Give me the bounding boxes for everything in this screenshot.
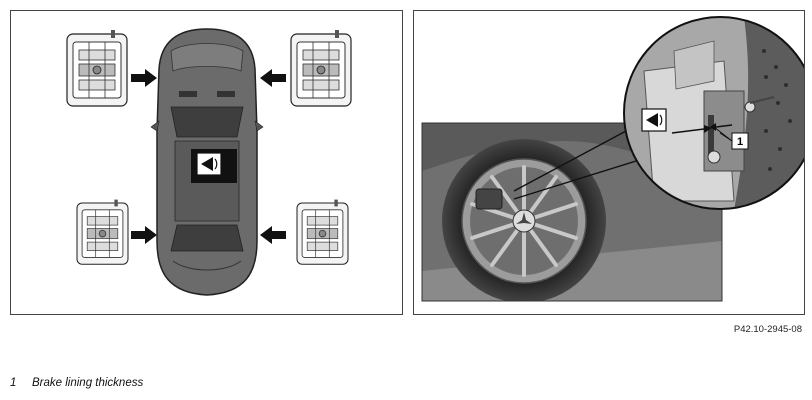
wheel-detail-illustration: 1 xyxy=(421,16,804,302)
callout-leader-line xyxy=(719,132,733,142)
legend-item-text: Brake lining thickness xyxy=(32,377,144,389)
arrow-icon-rear-right xyxy=(260,226,286,244)
legend: 1 Brake lining thickness xyxy=(10,377,143,389)
arrow-icon-rear-left xyxy=(131,226,157,244)
brake-caliper-icon-rear-right xyxy=(296,199,349,265)
right-panel-wheel-detail: 1 xyxy=(413,10,805,315)
callout-number: 1 xyxy=(737,136,743,148)
brake-caliper-icon-front-left xyxy=(66,29,128,107)
wheel-icon xyxy=(442,139,606,301)
figure-reference-code: P42.10-2945-08 xyxy=(733,324,802,335)
magnified-caliper-detail: 1 xyxy=(623,16,804,210)
callout-label-1: 1 xyxy=(731,132,749,150)
brake-caliper-icon-front-right xyxy=(290,29,352,107)
lining-thickness-indicator xyxy=(671,123,733,142)
brake-warning-symbol-icon xyxy=(196,152,222,176)
left-panel-car-overview xyxy=(10,10,403,315)
zoom-leader-line-lower xyxy=(513,160,637,200)
arrow-icon-front-left xyxy=(131,69,157,87)
legend-item-number: 1 xyxy=(10,377,17,389)
brake-caliper-icon-rear-left xyxy=(76,199,129,265)
zoom-leader-line-upper xyxy=(513,130,627,192)
arrow-icon-front-right xyxy=(260,69,286,87)
car-overview-illustration xyxy=(66,28,352,296)
brake-warning-symbol-icon-detail xyxy=(641,108,667,132)
